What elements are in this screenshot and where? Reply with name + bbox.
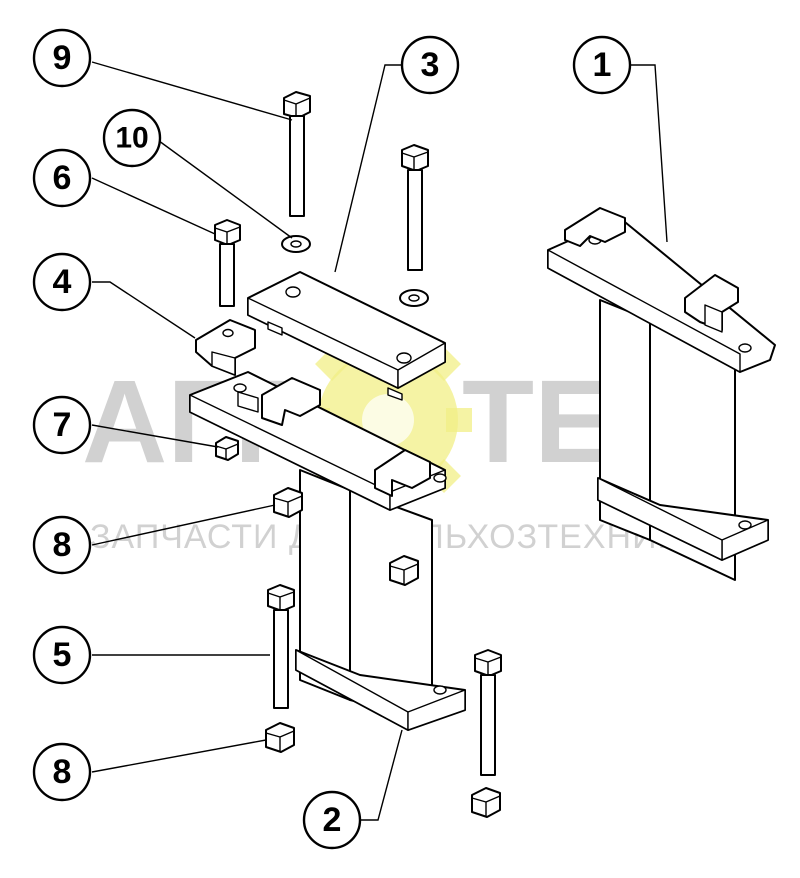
callout-3: 3 [400,35,460,95]
part-4-bracket-clip [195,319,256,376]
callout-8-upper: 8 [32,515,92,575]
callout-5: 5 [32,625,92,685]
callout-10-label: 10 [115,122,148,155]
part-8-nut-lower [265,722,295,753]
part-7-nut [215,436,239,461]
nut-lower-right [471,787,501,818]
part-6-bolt [214,219,241,307]
bolt-lower-right [474,649,502,776]
part-3-top-plate [247,271,446,401]
callout-9-label: 9 [53,39,72,77]
callout-8-lower: 8 [32,742,92,802]
part-5-bolt [267,584,295,709]
callout-5-label: 5 [53,636,72,674]
callout-6-label: 6 [53,159,72,197]
callout-4-label: 4 [53,263,72,301]
callout-8-lower-label: 8 [53,753,72,791]
bolt-upper-middle [401,144,429,271]
callout-4: 4 [32,252,92,312]
part-1-mount-frame [547,207,776,581]
callout-8-upper-label: 8 [53,526,72,564]
callout-2: 2 [302,790,362,850]
callout-7-label: 7 [53,406,72,444]
callout-9: 9 [32,28,92,88]
callout-1-label: 1 [593,46,612,84]
leader-lines [91,61,668,821]
part-8-nut-upper [273,487,303,518]
callout-3-label: 3 [421,46,440,84]
part-2-mount-frame [189,371,466,731]
callout-6: 6 [32,148,92,208]
callout-1: 1 [572,35,632,95]
part-10-washer [281,235,311,253]
callout-7: 7 [32,395,92,455]
nut-on-frame [389,555,419,586]
washer-upper-middle [399,289,429,307]
part-9-bolt [283,91,311,217]
callout-2-label: 2 [323,801,342,839]
callout-10: 10 [102,108,162,168]
